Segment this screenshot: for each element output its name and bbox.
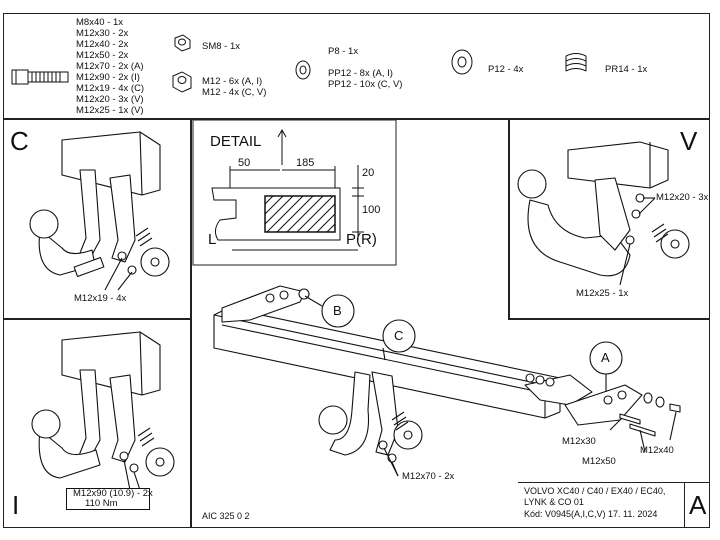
callout-circle-c <box>382 319 416 353</box>
p12-washer-icon <box>451 49 473 75</box>
main-bolt-m12x70-label: M12x70 - 2x <box>402 471 455 482</box>
panel-i-drawing <box>31 331 175 491</box>
bolt-item: M12x20 - 3x (V) <box>76 94 144 105</box>
vehicle-line-2: LYNK & CO 01 <box>524 497 584 507</box>
panel-i-bolt-line-1: M12x90 (10.9) - 2x <box>73 488 153 499</box>
left-column-divider <box>190 118 192 528</box>
bolt-item: M12x19 - 4x (C) <box>76 83 145 94</box>
panel-letter-c: C <box>10 126 29 156</box>
p8-washer-icon <box>295 60 311 80</box>
right-column-divider <box>508 118 510 318</box>
sm8-nut-icon <box>174 34 191 52</box>
callout-a-label: A <box>601 350 610 365</box>
header-divider <box>3 118 710 120</box>
drawing-code: AIC 325 0 2 <box>202 511 250 521</box>
bolt-item: M12x40 - 2x <box>76 39 129 50</box>
footer-divider <box>518 482 710 483</box>
dim-20: 20 <box>362 167 375 179</box>
bolt-item: M12x50 - 2x <box>76 50 129 61</box>
dim-100: 100 <box>362 204 381 216</box>
bolt-item: M12x25 - 1x (V) <box>76 105 144 116</box>
dim-185: 185 <box>296 157 315 169</box>
panel-i-bolt-line-2: 110 Nm <box>85 498 118 509</box>
bolt-icon <box>11 69 69 85</box>
pp12-item: PP12 - 8x (A, I) <box>328 68 393 79</box>
callout-c-label: C <box>394 328 404 343</box>
pp12-item: PP12 - 10x (C, V) <box>328 79 403 90</box>
sm8-label: SM8 - 1x <box>202 41 241 52</box>
bolt-list: M8x40 - 1x M12x30 - 2x M12x40 - 2x M12x5… <box>76 17 144 116</box>
footer-corner-divider <box>684 482 685 528</box>
panel-v-bolt-label-2: M12x25 - 1x <box>576 288 629 299</box>
pp12-list: PP12 - 8x (A, I) PP12 - 10x (C, V) <box>328 68 402 90</box>
nut-item: M12 - 6x (A, I) <box>202 76 263 87</box>
main-bolt-m12x40-label: M12x40 <box>640 445 674 456</box>
bolt-item: M12x90 - 2x (I) <box>76 72 140 83</box>
panel-c-bolt-label: M12x19 - 4x <box>74 293 127 304</box>
m12-nut-icon <box>172 71 192 93</box>
right-panel-bottom <box>508 318 710 320</box>
callout-circle-b <box>321 294 355 328</box>
corner-letter-a: A <box>689 490 707 520</box>
bolt-item: M12x70 - 2x (A) <box>76 61 144 72</box>
p12-label: P12 - 4x <box>488 64 524 75</box>
drawing-code-date: Kód: V0945(A,I,C,V) 17. 11. 2024 <box>524 509 658 519</box>
pr14-label: PR14 - 1x <box>605 64 648 75</box>
panel-letter-i: I <box>12 490 20 520</box>
pr14-spring-icon <box>565 53 587 72</box>
drawing-frame <box>3 13 710 528</box>
detail-left-label: L <box>208 231 217 248</box>
main-bolt-m12x50-label: M12x50 <box>582 456 616 467</box>
panel-c-drawing <box>29 131 170 291</box>
main-assembly-drawing <box>213 285 681 477</box>
panel-letter-v: V <box>680 126 698 156</box>
detail-right-label: P(R) <box>346 231 377 248</box>
vehicle-line-1: VOLVO XC40 / C40 / EX40 / EC40, <box>524 486 666 496</box>
bolt-item: M8x40 - 1x <box>76 17 123 28</box>
callout-b-label: B <box>333 303 342 318</box>
nut-item: M12 - 4x (C, V) <box>202 87 267 98</box>
panel-v-drawing <box>517 141 690 286</box>
nut-list: M12 - 6x (A, I) M12 - 4x (C, V) <box>202 76 266 98</box>
detail-title: DETAIL <box>210 133 262 150</box>
p8-label: P8 - 1x <box>328 46 359 57</box>
panel-i-bolt-box: M12x90 (10.9) - 2x 110 Nm <box>66 488 153 510</box>
callout-circle-a <box>589 341 623 375</box>
left-panels-divider <box>3 318 191 320</box>
bolt-item: M12x30 - 2x <box>76 28 129 39</box>
panel-v-bolt-label-1: M12x20 - 3x <box>656 192 709 203</box>
dim-50: 50 <box>238 157 251 169</box>
main-bolt-m12x30-label: M12x30 <box>562 436 596 447</box>
